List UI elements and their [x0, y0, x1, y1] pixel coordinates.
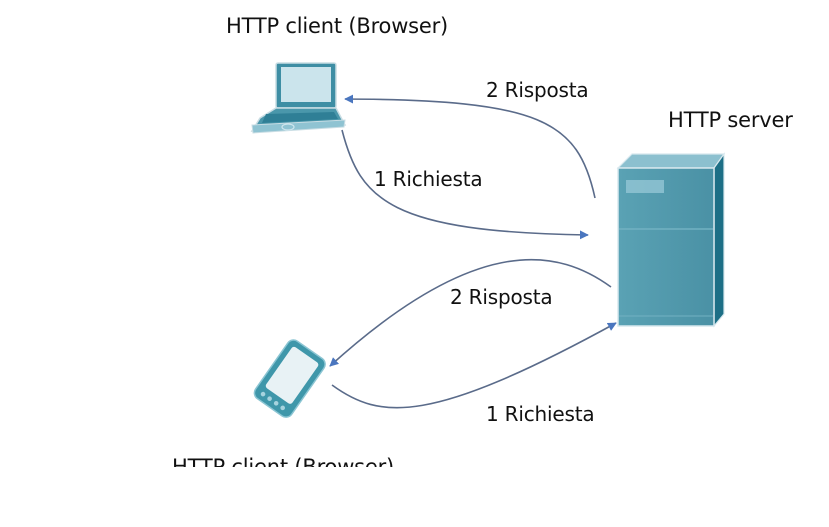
laptop-touchpad [281, 123, 295, 131]
mobile-client-label: HTTP client (Browser) [172, 455, 395, 467]
arrow-laptop-request [341, 129, 589, 240]
server-front [617, 167, 715, 327]
laptop-icon[interactable] [250, 62, 347, 134]
laptop-screen [281, 67, 331, 102]
mobile-button [273, 400, 279, 406]
server-label: HTTP server [668, 108, 793, 132]
server-top [616, 153, 726, 169]
mobile-response-label: 2 Risposta [450, 285, 553, 309]
mobile-button [260, 391, 266, 397]
laptop-front-edge [251, 119, 346, 134]
server-side [713, 152, 725, 328]
diagram-canvas: HTTP client (Browser) HTTP server HTTP c… [172, 14, 793, 467]
arrow-laptop-response [344, 94, 596, 199]
mobile-request-label: 1 Richiesta [486, 402, 595, 426]
server-drive-bay [626, 180, 664, 193]
server-tower-icon[interactable] [616, 152, 726, 328]
arrow-mobile-request [331, 322, 617, 409]
diagram-graphics [250, 62, 726, 420]
mobile-button [280, 405, 286, 411]
arrow-mobile-response [329, 258, 612, 367]
mobile-button [267, 396, 272, 401]
laptop-keyboard [262, 112, 338, 123]
laptop-client-label: HTTP client (Browser) [226, 14, 449, 38]
mobile-device-icon[interactable] [252, 337, 328, 420]
laptop-response-label: 2 Risposta [486, 78, 589, 102]
mobile-screen [265, 346, 319, 404]
laptop-request-label: 1 Richiesta [374, 167, 483, 191]
